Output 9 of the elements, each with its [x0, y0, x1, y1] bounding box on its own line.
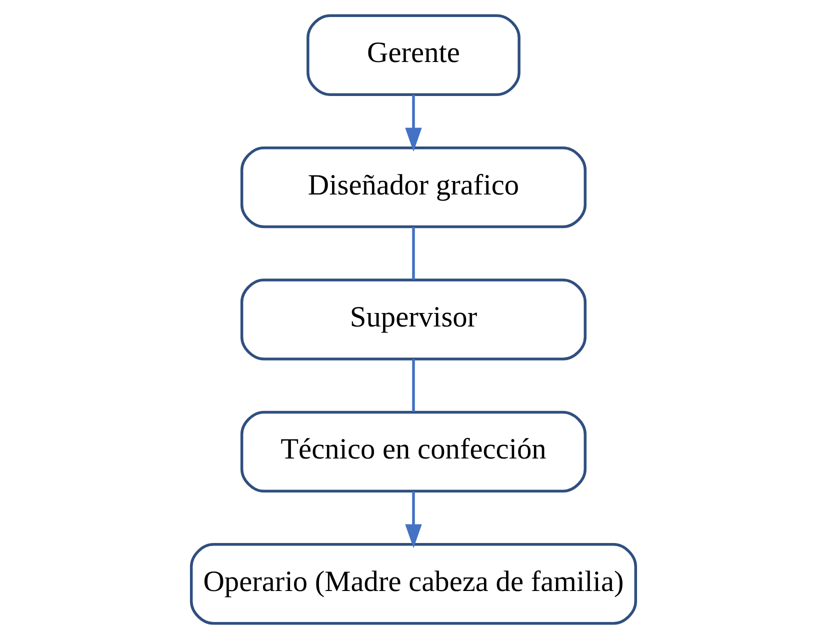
node-box: Diseñador grafico — [240, 146, 587, 228]
arrow — [405, 491, 422, 548]
connector — [412, 227, 415, 280]
node-box: Gerente — [306, 14, 520, 96]
arrow — [405, 94, 422, 152]
connector — [412, 359, 415, 412]
node-box: Operario (Madre cabeza de familia) — [190, 543, 638, 625]
node-box: Técnico en confección — [240, 410, 587, 493]
node-box: Supervisor — [240, 278, 587, 360]
